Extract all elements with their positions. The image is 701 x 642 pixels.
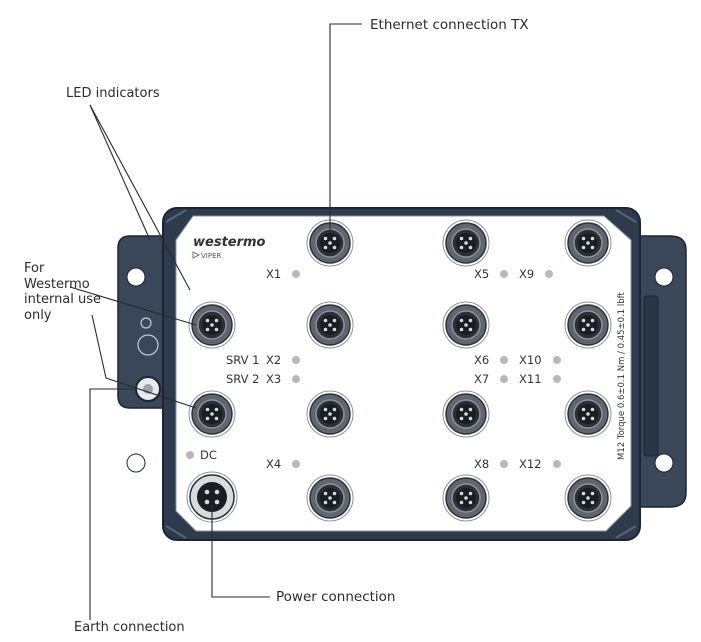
callout-for-westermo: For Westermo internal use only <box>24 261 124 323</box>
led-x12 <box>553 460 561 468</box>
connector-power <box>186 471 238 523</box>
leader-earth <box>89 388 136 620</box>
connector-x3 <box>306 390 354 438</box>
ground-symbol-icon <box>137 334 159 356</box>
connector-srv1 <box>188 301 236 349</box>
port-label-x3: X3 <box>266 372 281 386</box>
leader-led-2 <box>89 104 151 241</box>
torque-note: M12 Torque 0.6±0.1 Nm / 0.45±0.1 lbft <box>617 292 627 460</box>
housing-corner-tr <box>615 209 637 223</box>
callout-power: Power connection <box>276 589 396 605</box>
model-arrow-icon <box>192 251 200 259</box>
connector-x6 <box>442 301 490 349</box>
callout-for-line-1: For <box>24 261 45 276</box>
port-label-x4: X4 <box>266 457 281 471</box>
brand-model: VIPER <box>201 252 221 260</box>
led-x11 <box>553 375 561 383</box>
housing-corner-br <box>615 525 637 539</box>
led-x10 <box>553 356 561 364</box>
led-x1 <box>292 270 300 278</box>
port-label-x1: X1 <box>266 267 281 281</box>
connector-x8 <box>442 474 490 522</box>
connector-x1 <box>306 219 354 267</box>
connectors-group <box>186 219 612 523</box>
housing-corner-bl <box>165 525 187 539</box>
led-x4 <box>292 460 300 468</box>
connector-x5 <box>442 219 490 267</box>
led-x8 <box>500 460 508 468</box>
leader-ethernet <box>329 23 362 232</box>
leader-lines <box>69 23 362 620</box>
mounting-hole-top-left <box>126 267 146 287</box>
connector-x12 <box>564 474 612 522</box>
callout-earth: Earth connection <box>74 620 185 635</box>
leader-led <box>89 104 191 291</box>
callout-ethernet: Ethernet connection TX <box>370 17 529 33</box>
connector-x4 <box>306 474 354 522</box>
small-screw <box>140 317 152 329</box>
brand-name: westermo <box>193 235 266 250</box>
port-label-x2: X2 <box>266 353 281 367</box>
port-label-x12: X12 <box>519 457 542 471</box>
leader-for-westermo-1 <box>69 286 197 326</box>
led-x6 <box>500 356 508 364</box>
callout-for-line-4: only <box>24 307 52 323</box>
port-label-x10: X10 <box>519 353 542 367</box>
service-label-2: SRV 2 <box>226 372 260 386</box>
led-x9 <box>545 270 553 278</box>
connector-x10 <box>564 301 612 349</box>
port-label-x9: X9 <box>519 267 534 281</box>
led-x5 <box>500 270 508 278</box>
leader-for-westermo-2 <box>91 314 197 409</box>
leader-power <box>211 505 270 598</box>
housing-corner-tl <box>165 209 187 223</box>
mounting-hole-bottom-right <box>654 453 674 473</box>
port-label-x7: X7 <box>474 372 489 386</box>
connector-x11 <box>564 390 612 438</box>
led-dc <box>186 451 194 459</box>
mounting-hole-top-right <box>654 267 674 287</box>
connector-x9 <box>564 219 612 267</box>
connector-srv2 <box>188 390 236 438</box>
led-x3 <box>292 375 300 383</box>
led-x7 <box>500 375 508 383</box>
face-plate <box>175 215 632 532</box>
callout-for-line-3: internal use <box>24 292 102 307</box>
mounting-hole-bottom-left <box>126 453 146 473</box>
port-label-x5: X5 <box>474 267 489 281</box>
connector-x2 <box>306 301 354 349</box>
port-label-x11: X11 <box>519 372 542 386</box>
dc-label: DC <box>200 448 217 462</box>
connector-x7 <box>442 390 490 438</box>
led-x2 <box>292 356 300 364</box>
callout-led-indicators: LED indicators <box>66 86 160 101</box>
right-flange-slot <box>643 295 659 457</box>
callout-for-line-2: Westermo <box>24 276 90 292</box>
service-label-1: SRV 1 <box>226 353 260 367</box>
port-label-x6: X6 <box>474 353 489 367</box>
port-label-x8: X8 <box>474 457 489 471</box>
